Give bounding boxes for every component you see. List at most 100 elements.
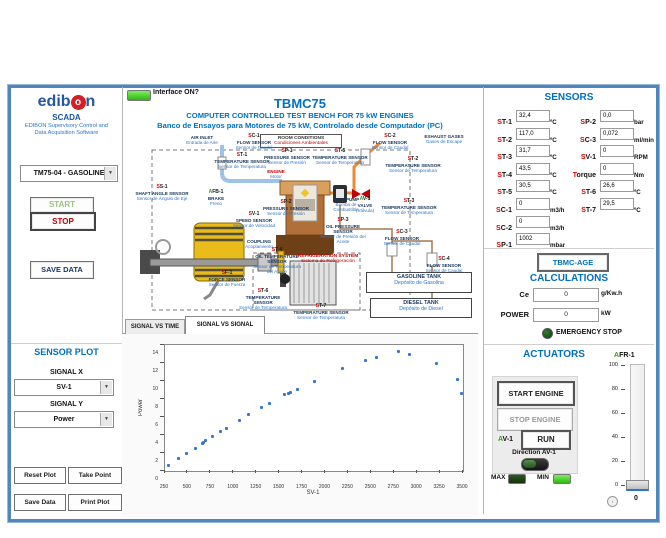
- emergency-stop-led: [542, 328, 553, 339]
- direction-toggle[interactable]: [521, 458, 549, 471]
- x-tick: [255, 470, 257, 473]
- sensor-value-ST-2: 117,0: [516, 128, 550, 140]
- run-button[interactable]: RUN: [521, 430, 571, 450]
- interface-on-led[interactable]: [127, 90, 151, 101]
- sensor-label-SC-3: SC-3: [580, 137, 596, 144]
- calculations-title: CALCULATIONS: [529, 273, 609, 284]
- sensor-value-SV-1: 0: [600, 145, 634, 157]
- page-subtitle-es: Banco de Ensayos para Motores de 75 kW, …: [157, 121, 443, 130]
- engine-diagram: ROOM CONDITIONS Condiciones Ambientales …: [130, 133, 480, 320]
- signal-x-select[interactable]: SV-1 ▼: [14, 379, 114, 396]
- x-tick-label: 750: [205, 484, 215, 490]
- afr1-first: A: [614, 352, 620, 359]
- x-tick: [461, 470, 463, 473]
- y-tick: [160, 434, 164, 435]
- tab-signal-vs-signal[interactable]: SIGNAL VS SIGNAL: [185, 316, 265, 334]
- chevron-down-icon[interactable]: ▼: [104, 167, 116, 180]
- x-tick-label: 250: [159, 484, 169, 490]
- afr1-value[interactable]: 0: [634, 495, 638, 502]
- save-data-button[interactable]: SAVE DATA: [30, 261, 94, 279]
- calc-label-power: POWER: [500, 310, 529, 319]
- data-point: [210, 434, 214, 438]
- max-label: MAX: [491, 474, 506, 481]
- av1-rest: V-1: [502, 436, 514, 443]
- x-tick: [186, 470, 188, 473]
- sensor-value-ST-4: 43,5: [516, 163, 550, 175]
- start-engine-button[interactable]: START ENGINE: [497, 381, 575, 406]
- y-tick: [160, 470, 164, 471]
- toggle-knob[interactable]: [523, 460, 536, 468]
- sensor-unit-SC-1: m3/h: [550, 207, 565, 214]
- emergency-stop-label: EMERGENCY STOP: [556, 329, 622, 336]
- y-tick: [160, 344, 164, 345]
- afr1-slider-handle[interactable]: [626, 480, 649, 491]
- chevron-down-icon[interactable]: ▼: [100, 381, 112, 394]
- x-tick: [232, 470, 234, 473]
- tbmc-age-button[interactable]: TBMC-AGE: [537, 253, 609, 272]
- x-tick-label: 1000: [227, 484, 239, 490]
- data-point: [375, 355, 379, 359]
- data-point: [167, 464, 171, 467]
- y-tick: [160, 452, 164, 453]
- plot-button-save-data[interactable]: Save Data: [14, 494, 66, 511]
- afr1-slider-track[interactable]: [630, 364, 645, 488]
- x-tick: [415, 470, 417, 473]
- data-point: [247, 412, 251, 416]
- sensor-unit-SP-2: bar: [634, 119, 644, 126]
- plot-button-take-point[interactable]: Take Point: [68, 467, 122, 484]
- calc-value-ce: 0: [533, 288, 599, 302]
- tab-signal-vs-time[interactable]: SIGNAL VS TIME: [125, 319, 185, 334]
- sensor-unit-ST-6: ºC: [634, 189, 641, 196]
- sensors-title: SENSORS: [544, 92, 594, 103]
- sensor-label-ST-2: ST-2: [497, 137, 512, 144]
- sensor-label-SC-1: SC-1: [496, 207, 512, 214]
- start-button[interactable]: START: [30, 197, 94, 213]
- calc-label-ce: Ce: [519, 290, 529, 299]
- calc-value-power: 0: [533, 308, 599, 322]
- data-point: [202, 440, 206, 444]
- chevron-down-icon[interactable]: ▼: [100, 413, 112, 426]
- plot-button-print-plot[interactable]: Print Plot: [68, 494, 122, 511]
- afr1-spinner-icon[interactable]: ↕: [607, 496, 618, 507]
- data-point: [341, 367, 345, 371]
- y-tick: [160, 362, 164, 363]
- logo-text: edib: [37, 93, 71, 110]
- stop-button[interactable]: STOP: [30, 212, 96, 231]
- afr1-tick: [621, 485, 625, 486]
- plot-button-reset-plot[interactable]: Reset Plot: [14, 467, 66, 484]
- divider-left: [122, 87, 123, 514]
- model-select-value: TM75-04 - GASOLINE: [33, 170, 105, 177]
- sensor-value-ST-1: 32,4: [516, 110, 550, 122]
- x-tick: [438, 470, 440, 473]
- stop-engine-button[interactable]: STOP ENGINE: [497, 408, 573, 431]
- afr1-tick: [621, 389, 625, 390]
- sensor-unit-ST-1: ºC: [550, 119, 557, 126]
- data-point: [282, 393, 286, 397]
- x-tick-label: 1250: [250, 484, 262, 490]
- min-label: MIN: [537, 474, 549, 481]
- data-point: [287, 392, 291, 395]
- diesel-tank-en: DIESEL TANK: [403, 300, 439, 306]
- signal-y-label: SIGNAL Y: [50, 401, 83, 408]
- sensor-unit-Torque: Nm: [634, 172, 644, 179]
- sensor-label-SP-2: SP-2: [580, 119, 596, 126]
- diesel-tank-es: Depósito de Diesel: [399, 306, 443, 312]
- sensor-unit-SV-1: RPM: [634, 154, 648, 161]
- sensor-value-ST-6: 26,6: [600, 180, 634, 192]
- afr1-tick: [621, 365, 625, 366]
- calc-unit-power: kW: [601, 310, 611, 317]
- signal-y-select[interactable]: Power ▼: [14, 411, 114, 428]
- model-select[interactable]: TM75-04 - GASOLINE ▼: [20, 165, 118, 182]
